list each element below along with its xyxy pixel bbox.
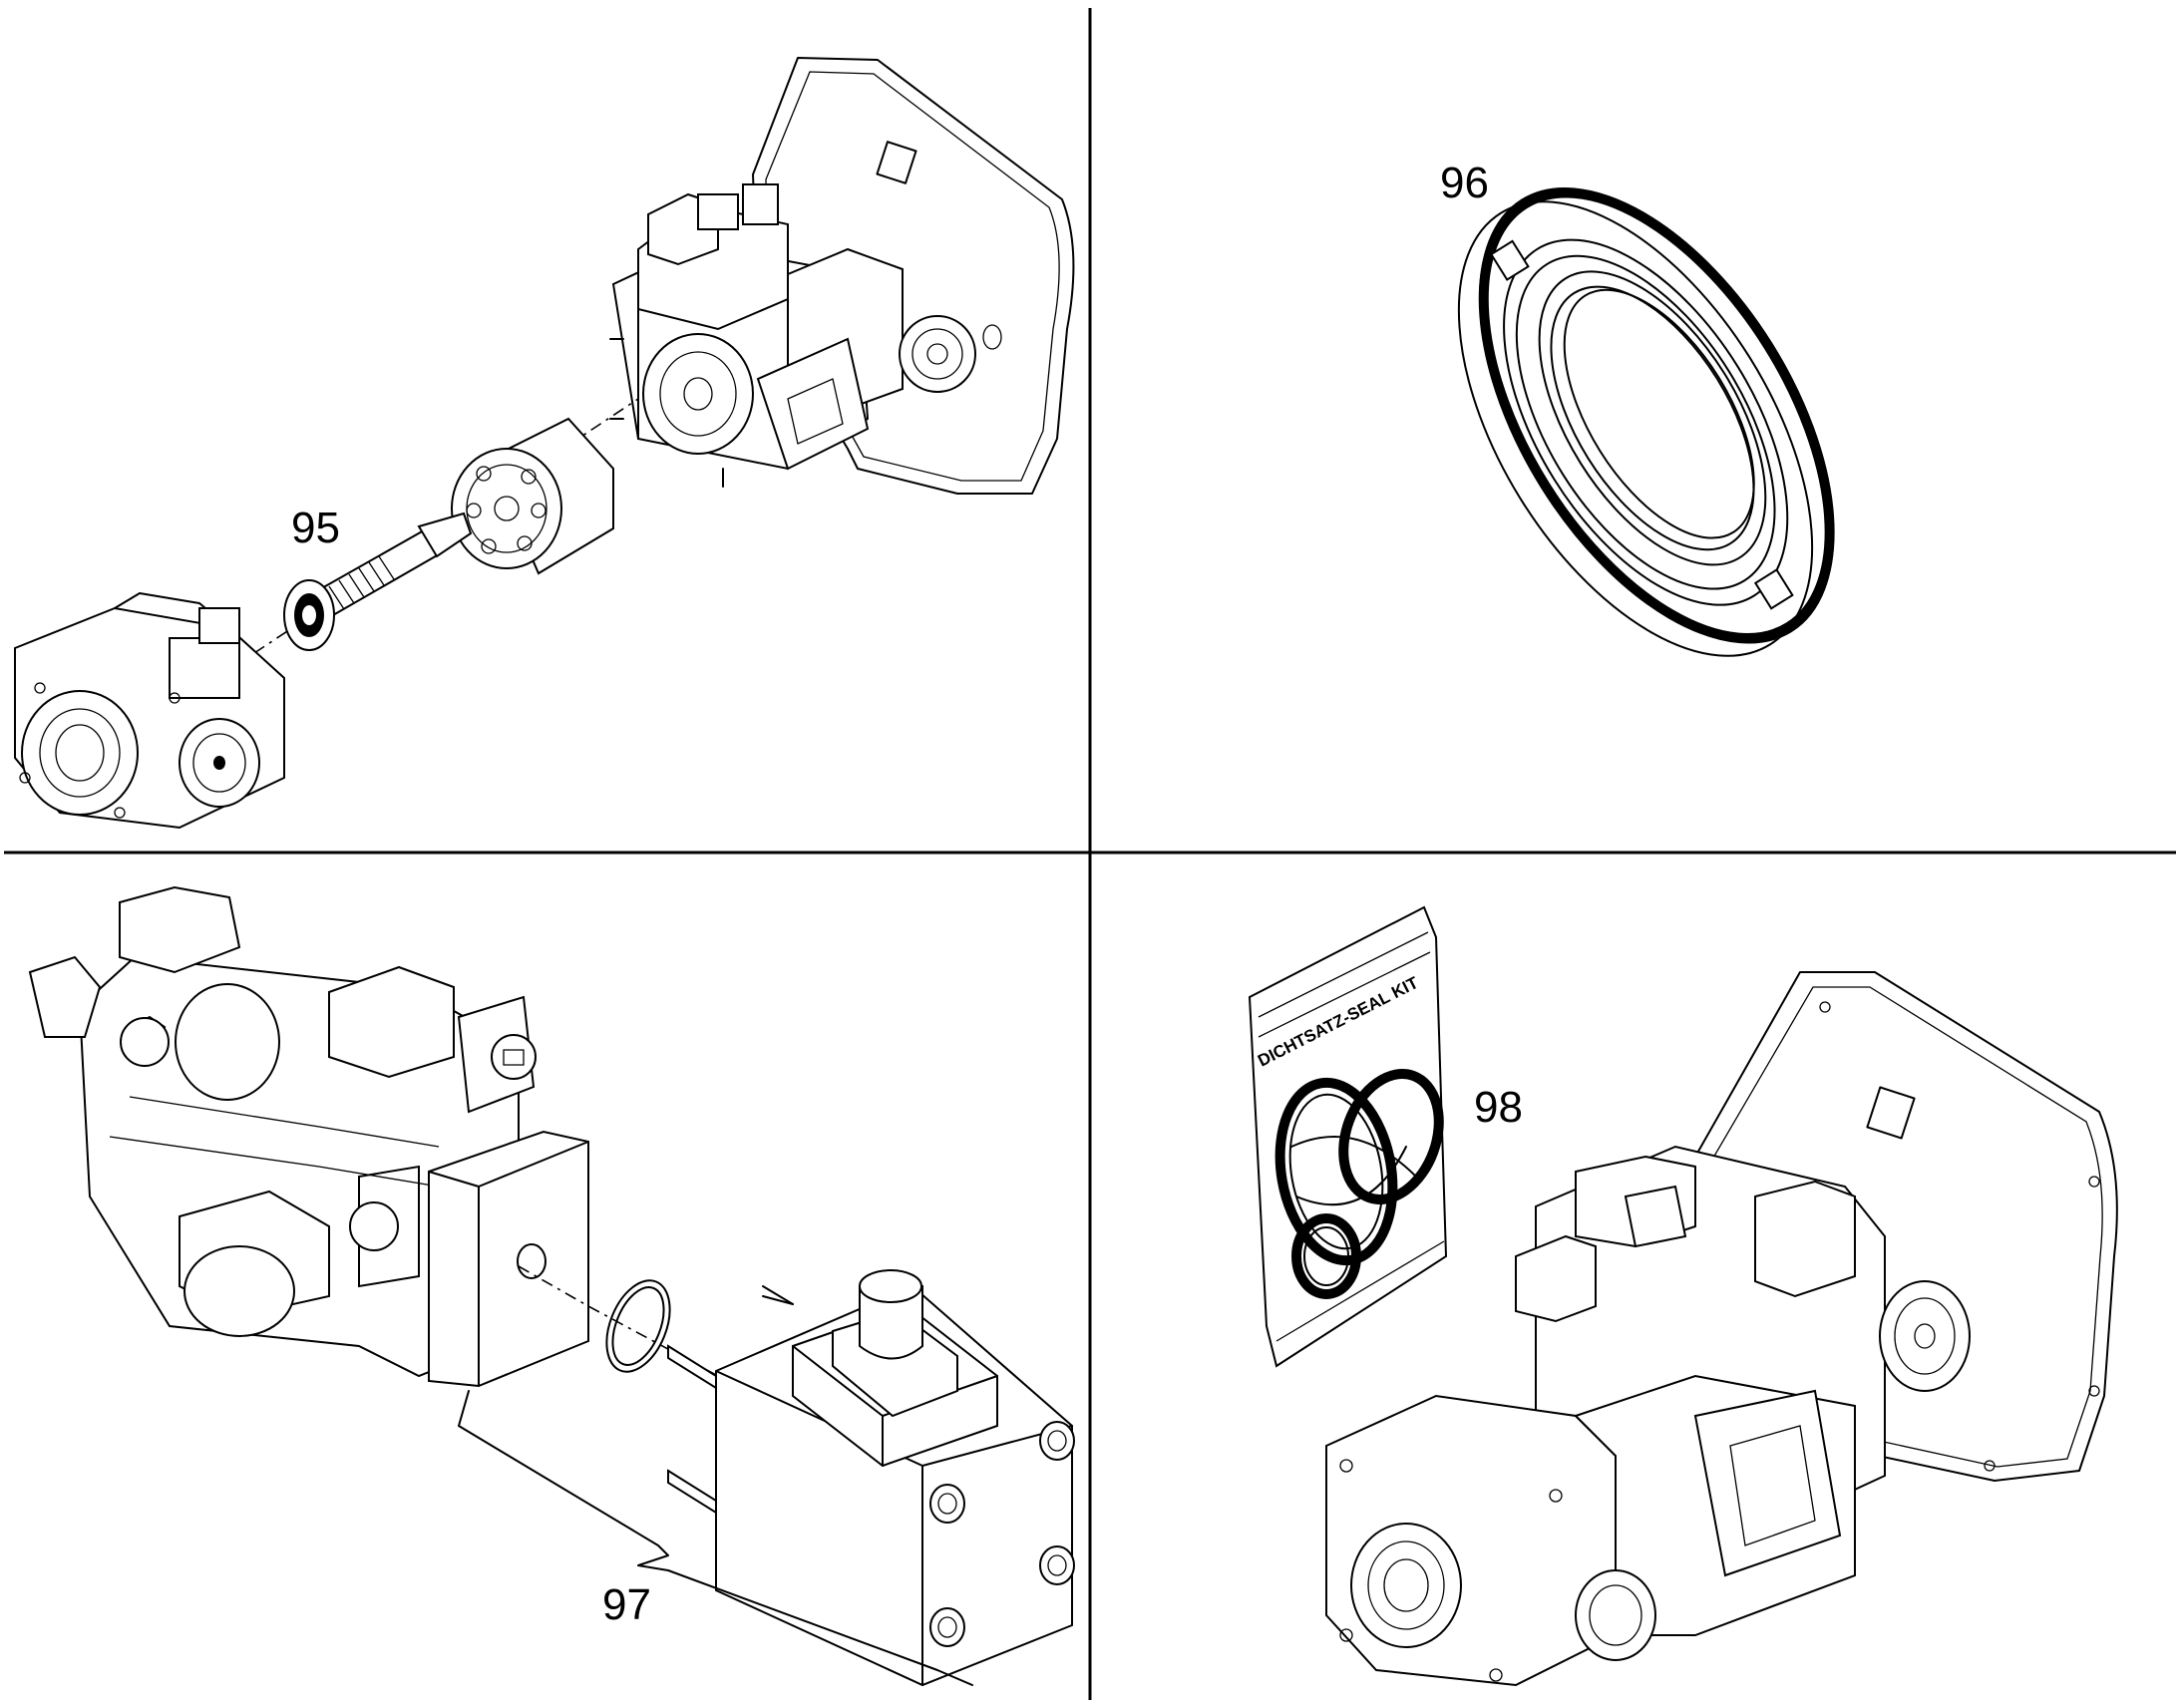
mounting-flange-plate	[752, 57, 1075, 495]
quadrant-95: 95	[14, 57, 1075, 830]
drive-shaft-95	[283, 512, 473, 651]
valve-housing	[28, 885, 537, 1378]
sensor-mounting-block	[428, 1130, 589, 1388]
quadrant-96: 96	[1440, 159, 1835, 657]
callout-96: 96	[1440, 159, 1489, 207]
pressure-sensor-unit	[667, 1269, 1075, 1687]
quadrant-97: 97	[28, 885, 1075, 1687]
quadrant-98: DICHTSATZ-SEAL KIT 98	[1248, 905, 2118, 1687]
callout-95: 95	[291, 504, 340, 552]
quadrant-dividers	[4, 8, 2176, 1700]
seal-kit-bag-98: DICHTSATZ-SEAL KIT	[1248, 905, 1448, 1368]
shaft-seal-ring-96	[1457, 186, 1835, 657]
o-rings-bundle	[1274, 1069, 1444, 1299]
callout-97: 97	[602, 1580, 651, 1629]
o-ring	[605, 1279, 671, 1373]
cylinder-block	[451, 417, 614, 575]
pump-assembly-upper	[609, 183, 976, 488]
callout-98: 98	[1474, 1083, 1523, 1132]
item-97-bracket	[458, 1390, 973, 1686]
pump-assembly-complete	[1325, 971, 2118, 1687]
pump-assembly-lower	[14, 592, 285, 830]
